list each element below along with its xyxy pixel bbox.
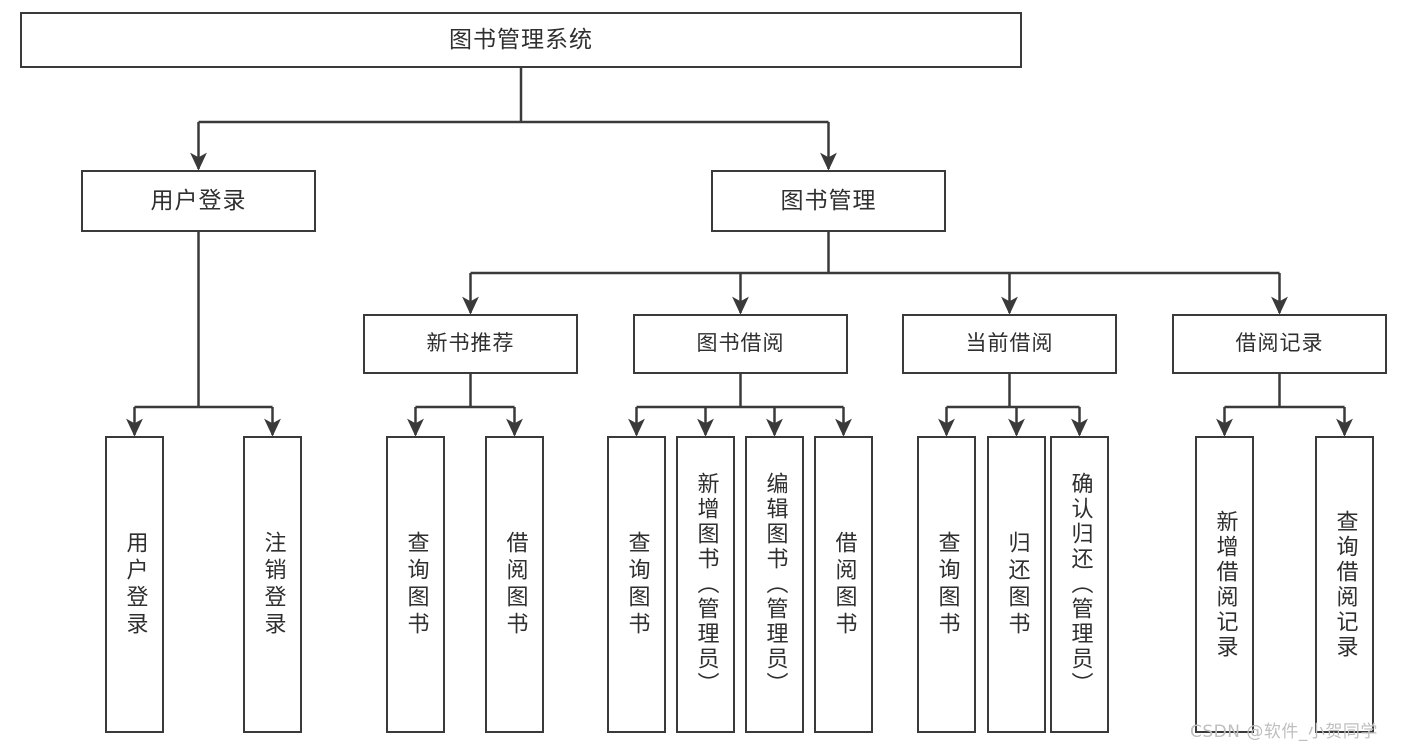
node-user-login-label: 用户登录 bbox=[150, 187, 247, 214]
node-root-label: 图书管理系统 bbox=[449, 26, 593, 53]
node-book-borrow-label: 图书借阅 bbox=[696, 331, 785, 356]
node-current-borrow-label: 当前借阅 bbox=[965, 331, 1054, 356]
node-book-manage[interactable]: 图书管理 bbox=[711, 170, 946, 232]
leaf-query-record[interactable]: 查询借阅记录 bbox=[1315, 436, 1374, 733]
leaf-edit-book[interactable]: 编辑图书（管理员） bbox=[745, 436, 804, 733]
node-root[interactable]: 图书管理系统 bbox=[20, 12, 1022, 68]
leaf-query-book-3-label: 查询图书 bbox=[934, 530, 960, 639]
node-borrow-record[interactable]: 借阅记录 bbox=[1172, 314, 1387, 374]
leaf-logout-label: 注销登录 bbox=[260, 530, 286, 639]
leaf-add-record-label: 新增借阅记录 bbox=[1212, 509, 1238, 660]
node-current-borrow[interactable]: 当前借阅 bbox=[902, 314, 1117, 374]
csdn-watermark: CSDN @软件_小贺同学 bbox=[1190, 722, 1378, 742]
node-user-login[interactable]: 用户登录 bbox=[81, 170, 316, 232]
node-book-manage-label: 图书管理 bbox=[780, 187, 877, 214]
leaf-logout[interactable]: 注销登录 bbox=[243, 436, 302, 733]
leaf-user-login-label: 用户登录 bbox=[122, 530, 148, 639]
node-new-book-rec-label: 新书推荐 bbox=[426, 331, 515, 356]
leaf-add-book[interactable]: 新增图书（管理员） bbox=[676, 436, 735, 733]
leaf-edit-book-label: 编辑图书（管理员） bbox=[762, 472, 788, 697]
leaf-confirm-return[interactable]: 确认归还（管理员） bbox=[1050, 436, 1109, 733]
node-new-book-rec[interactable]: 新书推荐 bbox=[363, 314, 578, 374]
leaf-borrow-book-1-label: 借阅图书 bbox=[502, 530, 528, 639]
leaf-query-record-label: 查询借阅记录 bbox=[1332, 509, 1358, 660]
node-borrow-record-label: 借阅记录 bbox=[1235, 331, 1324, 356]
leaf-return-book-label: 归还图书 bbox=[1004, 530, 1030, 639]
leaf-user-login[interactable]: 用户登录 bbox=[105, 436, 164, 733]
leaf-query-book-2-label: 查询图书 bbox=[624, 530, 650, 639]
leaf-add-book-label: 新增图书（管理员） bbox=[693, 472, 719, 697]
leaf-return-book[interactable]: 归还图书 bbox=[987, 436, 1046, 733]
leaf-borrow-book-2-label: 借阅图书 bbox=[831, 530, 857, 639]
leaf-query-book-1-label: 查询图书 bbox=[403, 530, 429, 639]
leaf-add-record[interactable]: 新增借阅记录 bbox=[1195, 436, 1254, 733]
leaf-query-book-3[interactable]: 查询图书 bbox=[917, 436, 976, 733]
leaf-query-book-2[interactable]: 查询图书 bbox=[607, 436, 666, 733]
leaf-confirm-return-label: 确认归还（管理员） bbox=[1067, 472, 1093, 697]
node-book-borrow[interactable]: 图书借阅 bbox=[633, 314, 848, 374]
leaf-borrow-book-1[interactable]: 借阅图书 bbox=[485, 436, 544, 733]
leaf-query-book-1[interactable]: 查询图书 bbox=[386, 436, 445, 733]
leaf-borrow-book-2[interactable]: 借阅图书 bbox=[814, 436, 873, 733]
